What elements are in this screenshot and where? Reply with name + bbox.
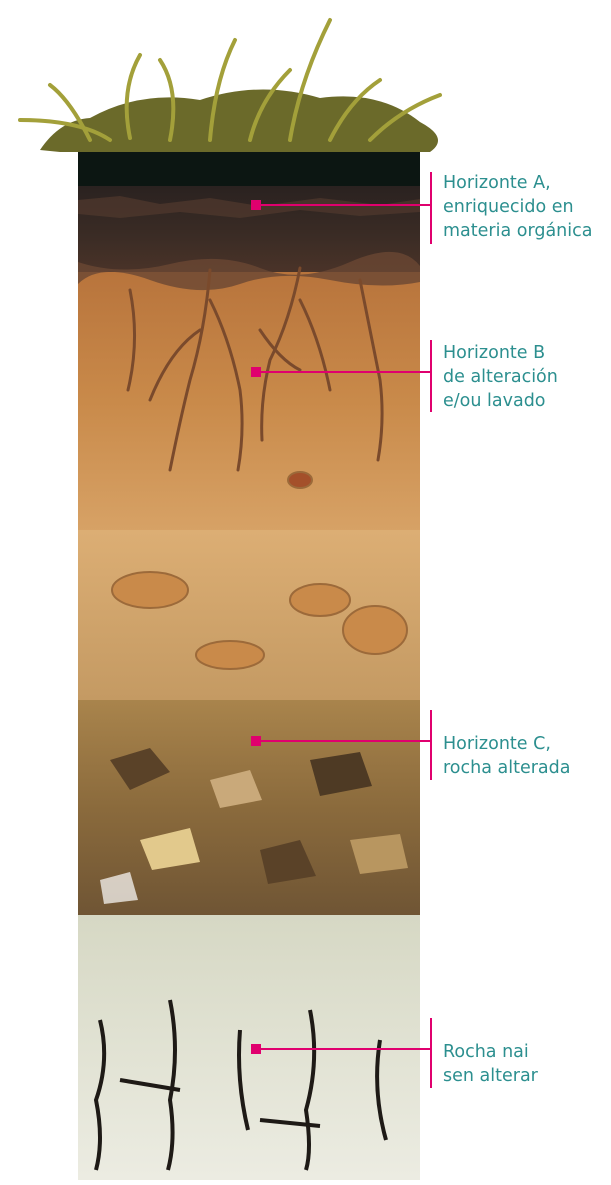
label-horizon-a-line-1: Horizonte A,	[443, 171, 592, 195]
marker-horizon-a	[251, 200, 261, 210]
marker-horizon-b	[251, 367, 261, 377]
label-bedrock: Rocha nai sen alterar	[443, 1040, 538, 1088]
label-horizon-b-line-3: e/ou lavado	[443, 389, 558, 413]
label-bar-horizon-a	[430, 172, 432, 244]
grass-tuft	[20, 20, 440, 152]
label-horizon-c-line-1: Horizonte C,	[443, 732, 570, 756]
label-bar-horizon-b	[430, 340, 432, 412]
topsoil-black-band	[78, 150, 420, 188]
label-bar-bedrock	[430, 1018, 432, 1088]
marker-horizon-c	[251, 736, 261, 746]
bedrock-layer	[78, 915, 420, 1180]
label-horizon-b-line-2: de alteración	[443, 365, 558, 389]
label-horizon-c: Horizonte C, rocha alterada	[443, 732, 570, 780]
label-horizon-a: Horizonte A, enriquecido en materia orgá…	[443, 171, 592, 243]
marker-bedrock	[251, 1044, 261, 1054]
label-horizon-a-line-3: materia orgánica	[443, 219, 592, 243]
label-bar-horizon-c	[430, 710, 432, 780]
label-horizon-b-line-1: Horizonte B	[443, 341, 558, 365]
label-horizon-b: Horizonte B de alteración e/ou lavado	[443, 341, 558, 413]
label-horizon-c-line-2: rocha alterada	[443, 756, 570, 780]
label-horizon-a-line-2: enriquecido en	[443, 195, 592, 219]
horizon-b-layer	[78, 272, 420, 532]
label-bedrock-line-1: Rocha nai	[443, 1040, 538, 1064]
label-bedrock-line-2: sen alterar	[443, 1064, 538, 1088]
